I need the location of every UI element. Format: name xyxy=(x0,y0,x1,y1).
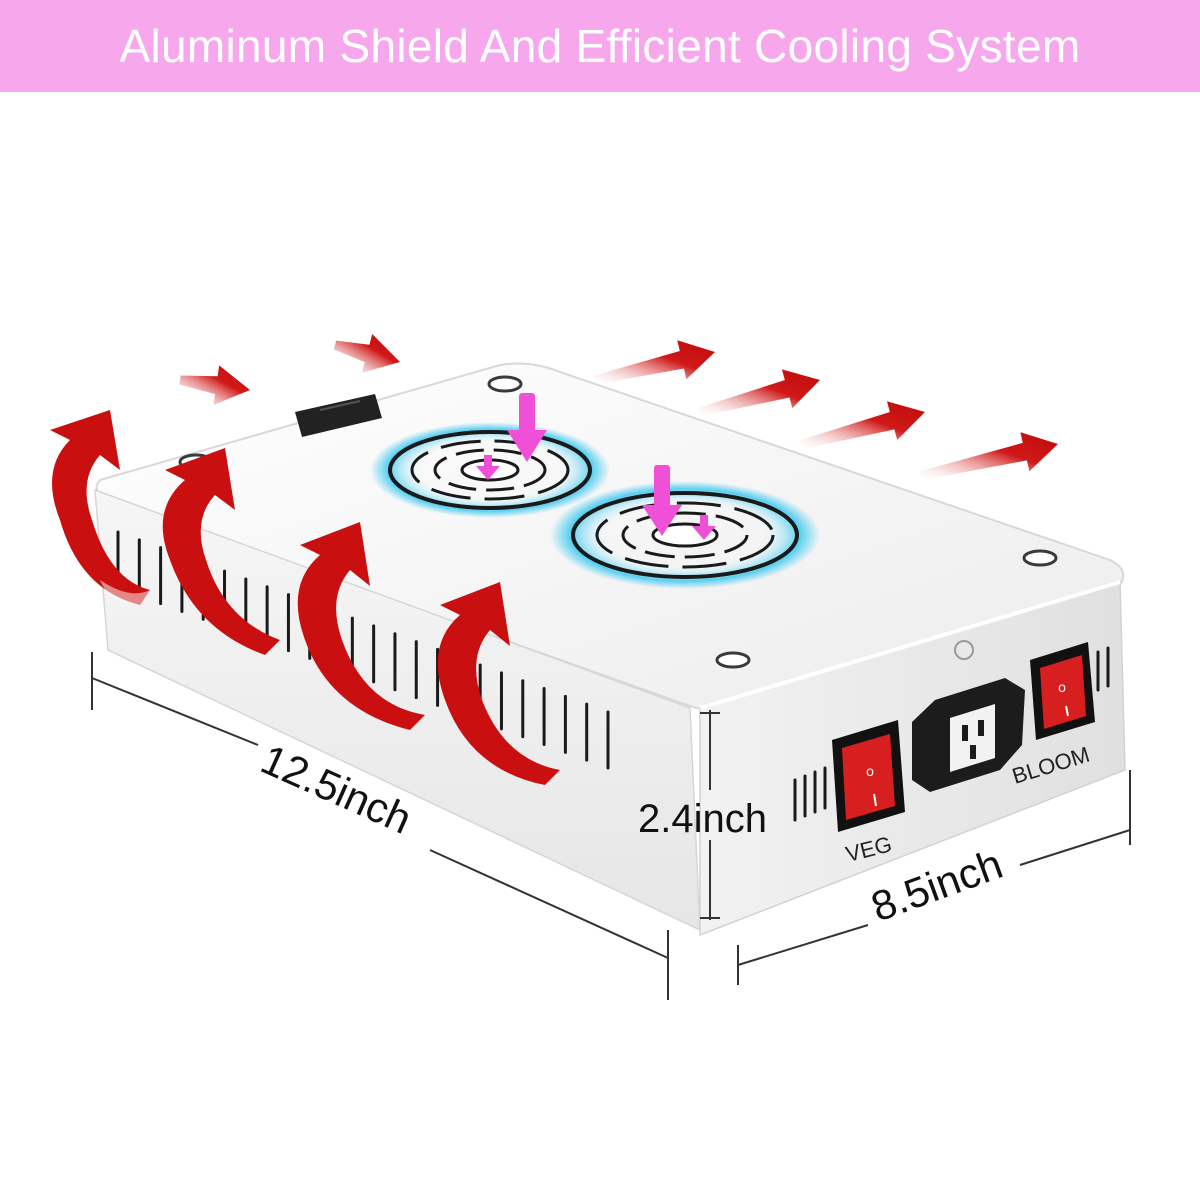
heat-exhaust-arrow-icon xyxy=(179,365,250,405)
heat-exhaust-arrow-icon xyxy=(919,432,1058,481)
width-dimension xyxy=(737,770,1131,985)
svg-text:o: o xyxy=(866,763,874,779)
svg-text:o: o xyxy=(1058,679,1066,695)
heat-exhaust-arrows xyxy=(179,334,1058,481)
product-illustration: o VEG o BLOOM 12.5inch 2.4inch 8.5inch xyxy=(0,92,1200,1200)
heat-exhaust-arrow-icon xyxy=(698,369,820,417)
spec-label-plate xyxy=(295,394,382,437)
front-vents xyxy=(793,646,1110,822)
height-dimension xyxy=(700,710,720,920)
power-socket-icon xyxy=(912,640,1025,792)
title-banner: Aluminum Shield And Efficient Cooling Sy… xyxy=(0,0,1200,92)
heat-exhaust-arrow-icon xyxy=(437,582,560,785)
cooling-fan-icon xyxy=(550,481,820,589)
heat-exhaust-arrow-icon xyxy=(798,401,925,450)
banner-title: Aluminum Shield And Efficient Cooling Sy… xyxy=(119,20,1081,72)
airflow-intake-arrow-icon xyxy=(642,465,716,540)
heat-exhaust-arrow-icon xyxy=(594,340,715,385)
height-label: 2.4inch xyxy=(638,797,767,841)
airflow-intake-arrow-icon xyxy=(476,393,547,480)
heat-exhaust-arrow-icon xyxy=(162,448,280,655)
length-dimension xyxy=(91,652,669,1000)
heat-exhaust-arrow-icon xyxy=(50,410,150,605)
heat-exhaust-arrow-icon xyxy=(333,334,400,373)
heat-exhaust-arrow-icon xyxy=(297,522,425,730)
